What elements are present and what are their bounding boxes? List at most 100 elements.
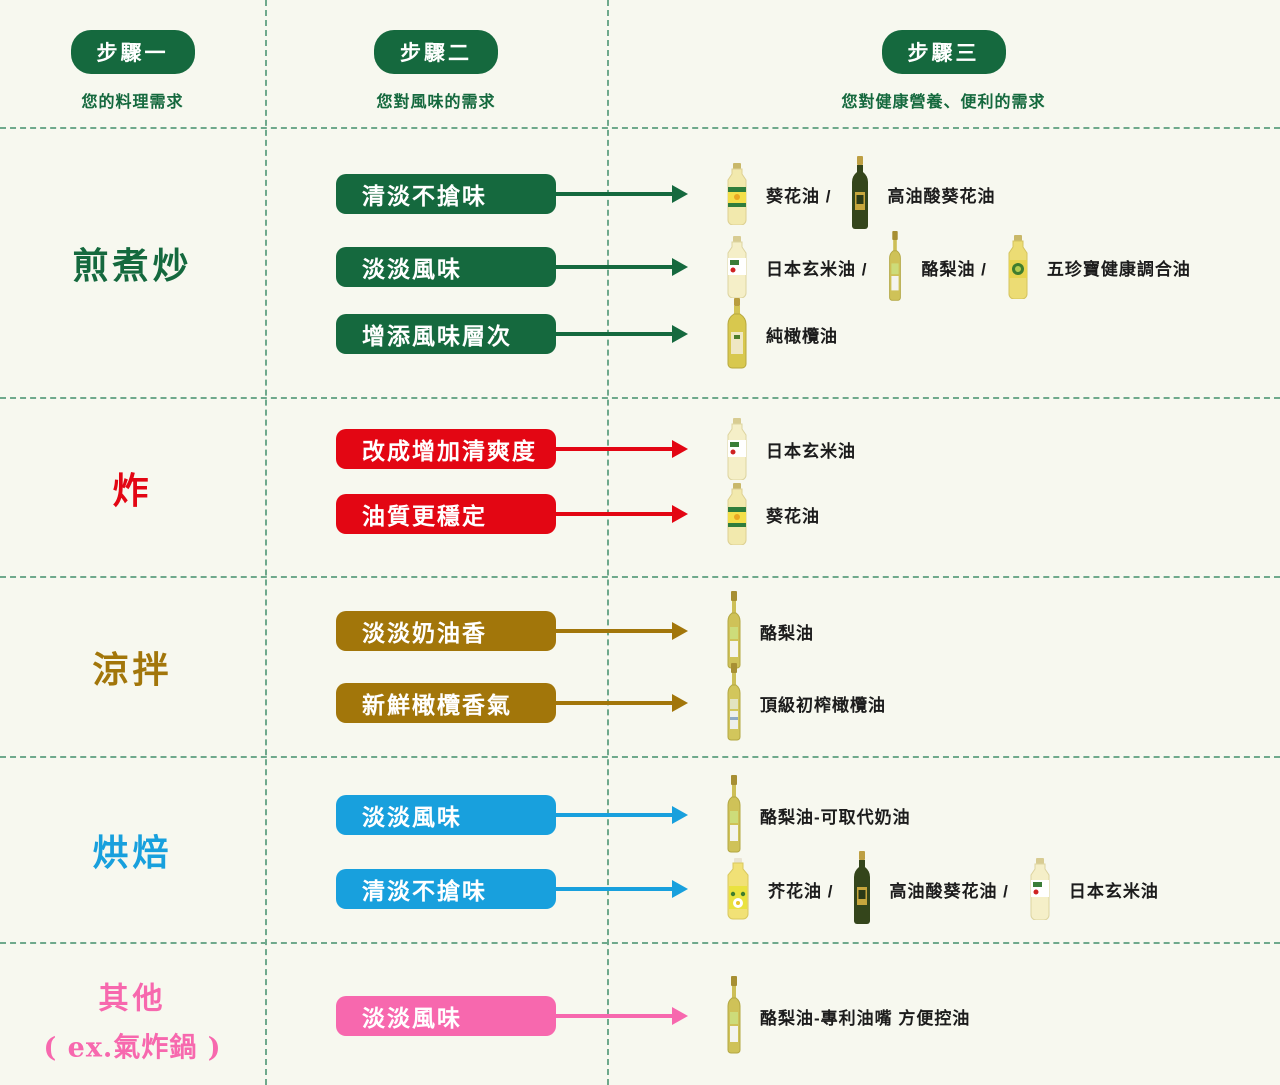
product-group: 葵花油	[724, 483, 820, 545]
flavor-pill: 清淡不搶味	[336, 869, 556, 909]
product-label: 日本玄米油	[1068, 881, 1159, 901]
row-cold-dishes: 涼拌 淡淡奶油香 酪梨油 新鮮橄欖香氣 頂級初榨橄欖油	[0, 576, 1280, 756]
category-deep-fry: 炸	[112, 469, 153, 512]
flow-line: 新鮮橄欖香氣 頂級初榨橄欖油	[336, 681, 886, 725]
column-divider	[265, 0, 267, 1085]
flow-line: 淡淡風味 酪梨油-專利油嘴 方便控油	[336, 994, 970, 1038]
bottle-high-oleic-sunflower-oil-icon	[851, 851, 873, 927]
flow-line: 改成增加清爽度 日本玄米油	[336, 427, 856, 471]
product-item: 日本玄米油	[724, 418, 856, 480]
flavor-pill: 淡淡奶油香	[336, 611, 556, 651]
bottle-pure-olive-oil-icon	[724, 298, 750, 370]
product-label: 酪梨油 /	[921, 259, 987, 279]
row-deep-fry: 炸 改成增加清爽度 日本玄米油 油質更穩定 葵花油	[0, 397, 1280, 576]
step-2-caption: 您對風味的需求	[376, 94, 496, 111]
bottle-sunflower-oil-icon	[724, 163, 750, 225]
category-pan-fry: 煎煮炒	[72, 245, 193, 287]
product-item: 酪梨油	[724, 591, 814, 671]
arrow-right-icon	[556, 806, 688, 824]
product-item: 葵花油	[724, 483, 820, 545]
flavor-pill: 淡淡風味	[336, 996, 556, 1036]
flow-line: 清淡不搶味 葵花油 / 高油酸葵花油	[336, 172, 995, 216]
step-3: 步驟三 您對健康營養、便利的需求	[607, 0, 1280, 127]
bottle-rice-bran-oil-icon	[1027, 858, 1053, 920]
row-baking: 烘焙 淡淡風味 酪梨油-可取代奶油 清淡不搶味 芥花油 /	[0, 756, 1280, 942]
bottle-canola-oil-icon	[724, 858, 752, 920]
flow-line: 增添風味層次 純橄欖油	[336, 312, 838, 356]
product-group: 酪梨油-可取代奶油	[724, 775, 911, 855]
product-item: 高油酸葵花油	[849, 156, 995, 232]
bottle-sunflower-oil-icon	[724, 483, 750, 545]
step-1: 步驟一 您的料理需求	[0, 0, 265, 127]
category-cold-dishes: 涼拌	[92, 649, 173, 691]
category-other-sub: ( ex.氣炸鍋 )	[43, 1032, 222, 1063]
product-label: 酪梨油	[760, 623, 814, 643]
flavor-pill: 淡淡風味	[336, 795, 556, 835]
flow-line: 淡淡風味 酪梨油-可取代奶油	[336, 793, 911, 837]
product-label: 高油酸葵花油	[887, 186, 996, 206]
arrow-right-icon	[556, 325, 688, 343]
row-other: 其他 ( ex.氣炸鍋 ) 淡淡風味 酪梨油-專利油嘴 方便控油	[0, 942, 1280, 1085]
flavor-pill: 油質更穩定	[336, 494, 556, 534]
product-group: 酪梨油	[724, 591, 814, 671]
arrow-right-icon	[556, 505, 688, 523]
step-3-caption: 您對健康營養、便利的需求	[841, 94, 1046, 111]
bottle-rice-bran-oil-icon	[724, 236, 750, 298]
product-label: 高油酸葵花油 /	[889, 881, 1009, 901]
product-item: 日本玄米油	[1027, 858, 1159, 920]
product-label: 頂級初榨橄欖油	[760, 695, 886, 715]
product-item: 酪梨油 /	[885, 231, 986, 303]
product-group: 酪梨油-專利油嘴 方便控油	[724, 976, 970, 1056]
bottle-high-oleic-sunflower-oil-icon	[849, 156, 871, 232]
product-group: 芥花油 / 高油酸葵花油 / 日本玄米油	[724, 851, 1159, 927]
bottle-avocado-oil-icon	[724, 976, 744, 1056]
arrow-right-icon	[556, 880, 688, 898]
product-item: 酪梨油-專利油嘴 方便控油	[724, 976, 970, 1056]
column-divider	[607, 0, 609, 1085]
product-item: 酪梨油-可取代奶油	[724, 775, 911, 855]
product-item: 日本玄米油 /	[724, 236, 867, 298]
product-item: 頂級初榨橄欖油	[724, 663, 886, 743]
bottle-avocado-oil-icon	[885, 231, 905, 303]
step-3-badge: 步驟三	[881, 30, 1006, 74]
flow-line: 油質更穩定 葵花油	[336, 492, 820, 536]
product-group: 日本玄米油 / 酪梨油 / 五珍寶健康調合油	[724, 231, 1191, 303]
flow-line: 淡淡奶油香 酪梨油	[336, 609, 814, 653]
bottle-five-treasures-blend-oil-icon	[1005, 235, 1031, 299]
steps-header: 步驟一 您的料理需求 步驟二 您對風味的需求 步驟三 您對健康營養、便利的需求	[0, 0, 1280, 127]
step-2: 步驟二 您對風味的需求	[265, 0, 607, 127]
step-2-badge: 步驟二	[374, 30, 498, 74]
arrow-right-icon	[556, 694, 688, 712]
product-label: 葵花油 /	[766, 186, 832, 206]
product-group: 頂級初榨橄欖油	[724, 663, 886, 743]
arrow-right-icon	[556, 622, 688, 640]
flavor-pill: 改成增加清爽度	[336, 429, 556, 469]
product-group: 純橄欖油	[724, 298, 838, 370]
bottle-avocado-oil-icon	[724, 591, 744, 671]
bottle-avocado-oil-icon	[724, 775, 744, 855]
product-item: 高油酸葵花油 /	[851, 851, 1008, 927]
step-1-badge: 步驟一	[70, 30, 195, 74]
bottle-extra-virgin-olive-oil-icon	[724, 663, 744, 743]
product-label: 葵花油	[766, 506, 820, 526]
product-label: 酪梨油-可取代奶油	[760, 807, 911, 827]
flow-line: 淡淡風味 日本玄米油 / 酪梨油 / 五珍寶健康調合油	[336, 245, 1191, 289]
flavor-pill: 淡淡風味	[336, 247, 556, 287]
product-item: 葵花油 /	[724, 163, 831, 225]
product-label: 五珍寶健康調合油	[1046, 259, 1191, 279]
flavor-pill: 增添風味層次	[336, 314, 556, 354]
product-item: 純橄欖油	[724, 298, 838, 370]
product-item: 芥花油 /	[724, 858, 833, 920]
arrow-right-icon	[556, 258, 688, 276]
step-1-caption: 您的料理需求	[81, 94, 184, 111]
bottle-rice-bran-oil-icon	[724, 418, 750, 480]
product-label: 日本玄米油 /	[766, 259, 868, 279]
product-group: 日本玄米油	[724, 418, 856, 480]
category-baking: 烘焙	[92, 832, 173, 874]
category-other: 其他 ( ex.氣炸鍋 )	[0, 973, 265, 1064]
product-label: 日本玄米油	[766, 441, 856, 461]
category-other-main: 其他	[98, 981, 167, 1016]
arrow-right-icon	[556, 440, 688, 458]
arrow-right-icon	[556, 185, 688, 203]
flow-line: 清淡不搶味 芥花油 / 高油酸葵花油 / 日本玄米油	[336, 867, 1159, 911]
